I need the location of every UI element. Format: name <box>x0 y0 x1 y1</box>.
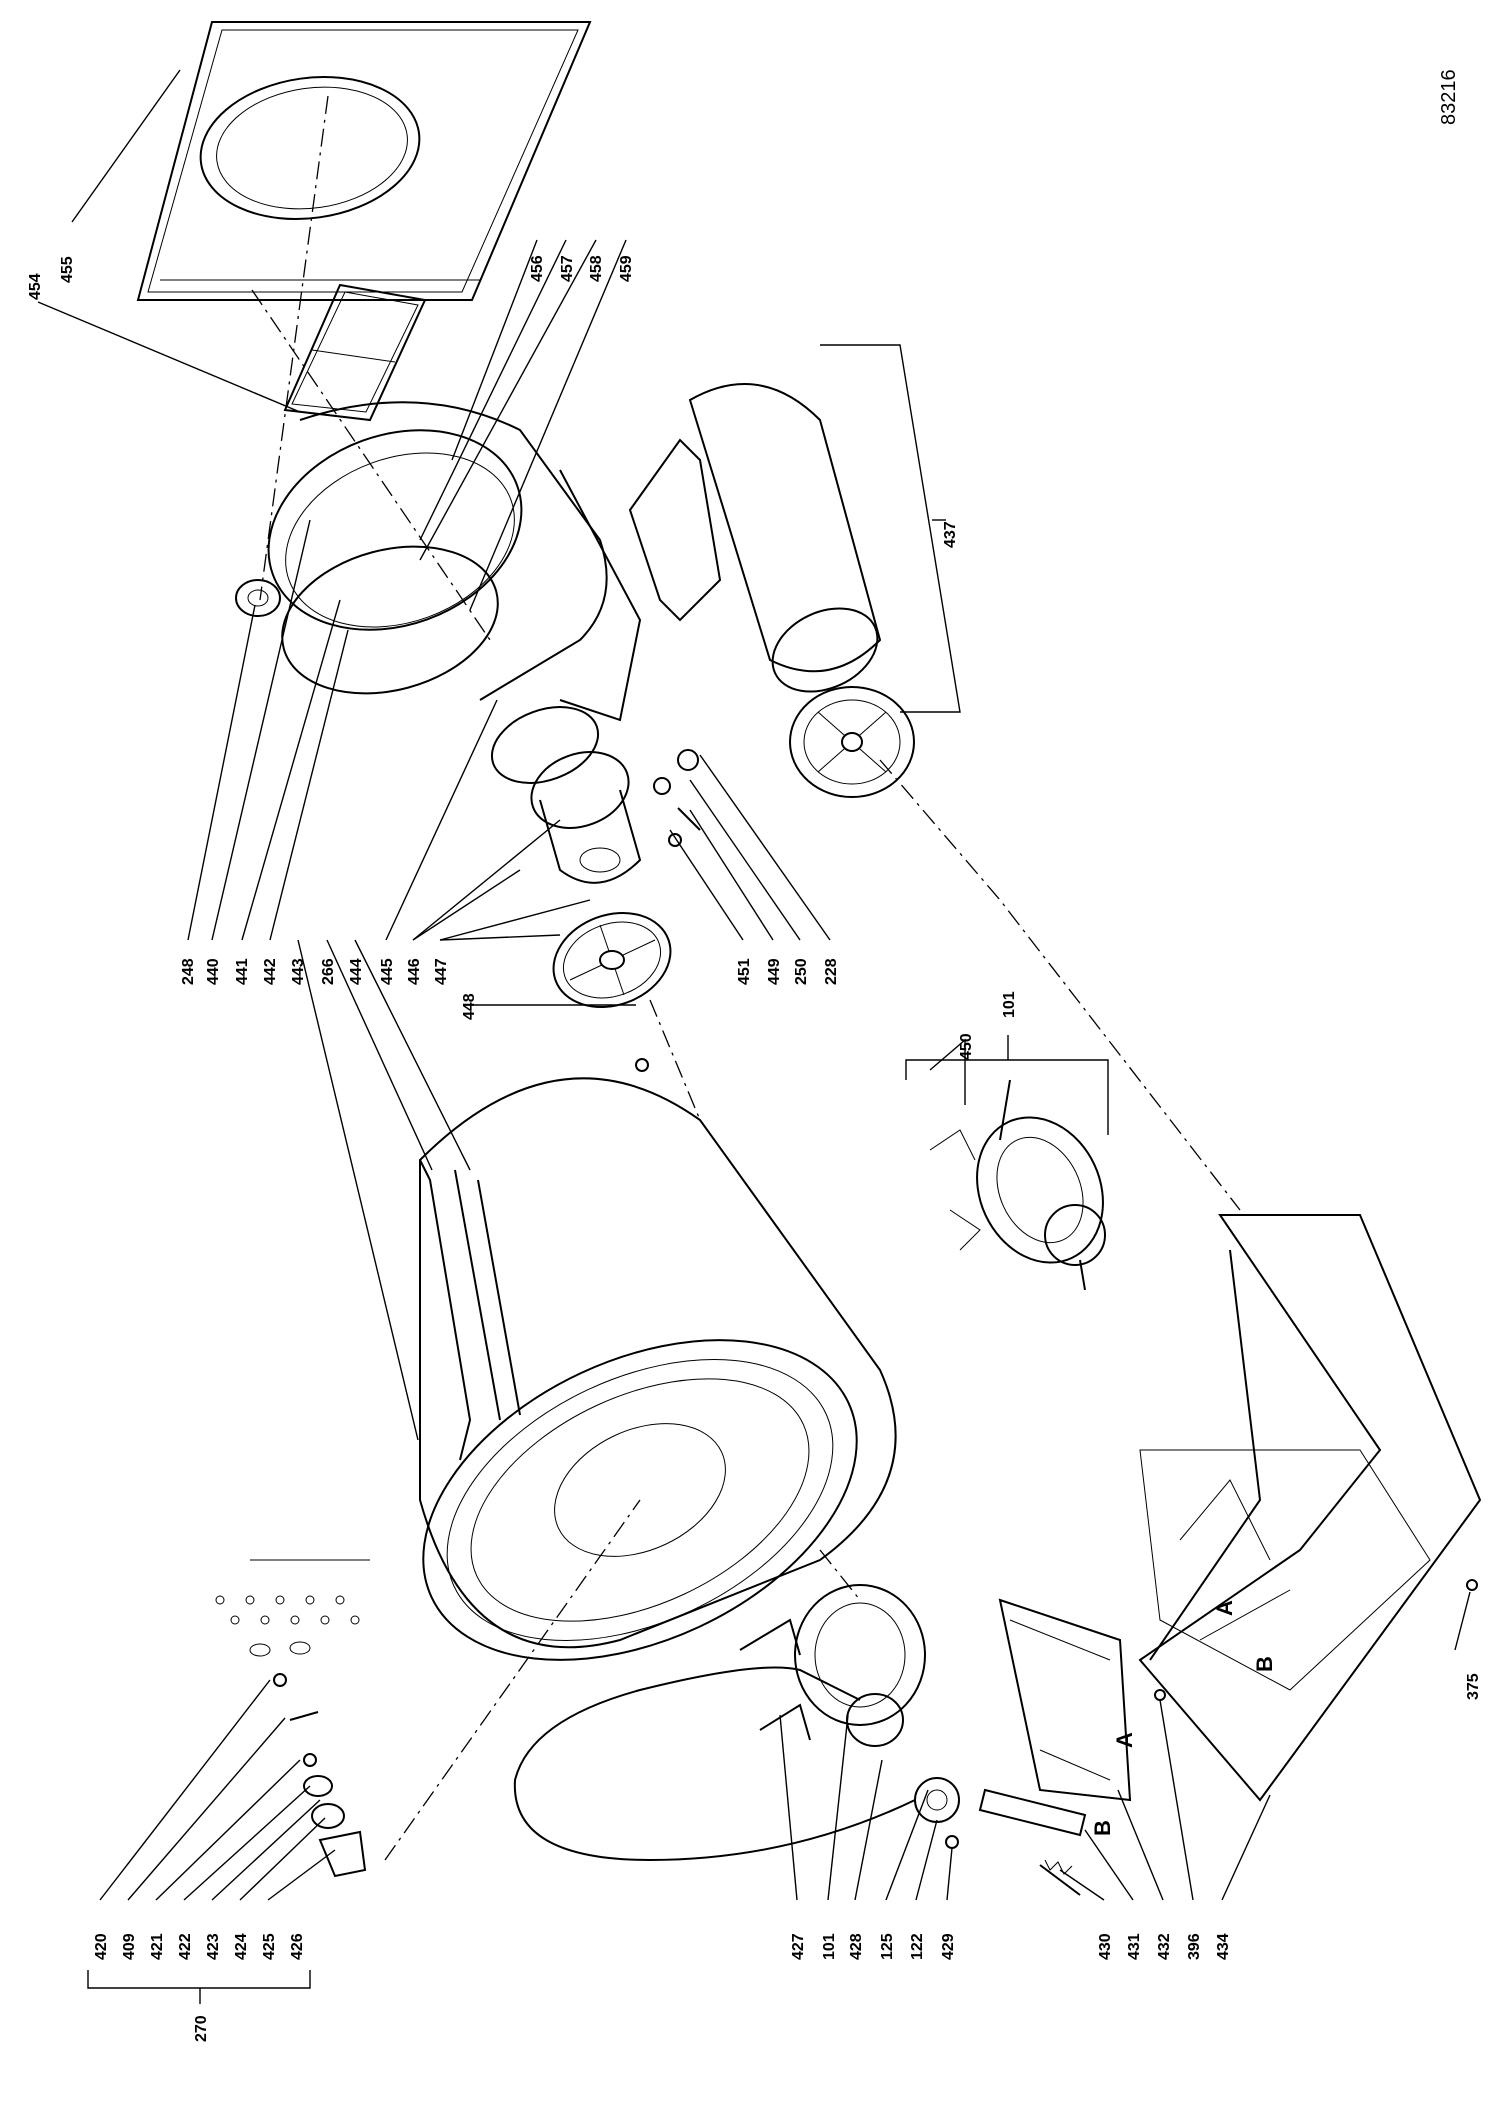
callout-248: 248 <box>180 958 197 985</box>
thermostat <box>235 579 281 617</box>
letter-a-bracket: A <box>1112 1732 1137 1748</box>
callout-101: 101 <box>821 1933 838 1960</box>
callout-101-top: 101 <box>1001 991 1018 1018</box>
assembly-lines <box>251 95 1241 1861</box>
nut-448 <box>635 1058 649 1072</box>
drive-belt <box>513 1666 916 1862</box>
fan-cover <box>552 911 672 1009</box>
callout-423: 423 <box>205 1933 222 1960</box>
callout-434: 434 <box>1215 1933 1232 1960</box>
callout-396: 396 <box>1186 1933 1203 1960</box>
drive-motor-top <box>929 1079 1106 1291</box>
idler-pulley <box>914 1777 960 1849</box>
callout-450: 450 <box>958 1033 975 1060</box>
callout-422: 422 <box>177 1933 194 1960</box>
fan-housing <box>267 401 642 722</box>
callout-425: 425 <box>261 1933 278 1960</box>
callout-445: 445 <box>379 958 396 985</box>
callout-447: 447 <box>433 958 450 985</box>
callout-441: 441 <box>234 958 251 985</box>
callout-451: 451 <box>736 958 753 985</box>
callout-429: 429 <box>940 1933 957 1960</box>
callout-270: 270 <box>193 2015 210 2042</box>
callout-420: 420 <box>93 1933 110 1960</box>
callout-442: 442 <box>262 958 279 985</box>
duct-small-parts <box>653 749 701 847</box>
callout-228: 228 <box>823 958 840 985</box>
callout-440: 440 <box>205 958 222 985</box>
callout-labels: 83216 454 455 456 457 458 459 437 248 44… <box>27 69 1482 2042</box>
motor-bottom <box>739 1584 926 1747</box>
callout-424: 424 <box>233 1933 250 1960</box>
callout-459: 459 <box>618 255 635 282</box>
letter-a-base: A <box>1212 1600 1237 1616</box>
callout-437: 437 <box>942 521 959 548</box>
idler-arm <box>978 1788 1087 1896</box>
callout-457: 457 <box>559 255 576 282</box>
callout-122: 122 <box>909 1933 926 1960</box>
callout-443: 443 <box>290 958 307 985</box>
callout-454: 454 <box>27 273 44 300</box>
base-plate <box>1138 1214 1482 1802</box>
callout-446: 446 <box>406 958 423 985</box>
front-panel <box>136 21 592 301</box>
letter-b-arm: B <box>1090 1820 1115 1836</box>
callout-428: 428 <box>848 1933 865 1960</box>
motor-cradle <box>998 1598 1132 1802</box>
callout-409: 409 <box>121 1933 138 1960</box>
callout-266: 266 <box>320 958 337 985</box>
callout-250: 250 <box>793 958 810 985</box>
roller-kit <box>215 1559 370 1878</box>
drum <box>419 1077 897 1661</box>
callout-431: 431 <box>1126 1933 1143 1960</box>
callout-430: 430 <box>1097 1933 1114 1960</box>
callout-444: 444 <box>348 958 365 985</box>
lint-filter <box>283 283 427 422</box>
fan-impeller <box>490 706 642 884</box>
callout-427: 427 <box>790 1933 807 1960</box>
callout-432: 432 <box>1156 1933 1173 1960</box>
callout-456: 456 <box>529 255 546 282</box>
callout-458: 458 <box>588 255 605 282</box>
reference-letters: A B A B <box>1090 1600 1277 1836</box>
callout-449: 449 <box>766 958 783 985</box>
screw-396 <box>1154 1689 1166 1701</box>
letter-b-base: B <box>1252 1656 1277 1672</box>
callout-421: 421 <box>149 1933 166 1960</box>
callout-375: 375 <box>1465 1673 1482 1700</box>
callout-125: 125 <box>879 1933 896 1960</box>
callout-448: 448 <box>461 993 478 1020</box>
screw-375 <box>1466 1579 1478 1591</box>
callout-455: 455 <box>59 256 76 283</box>
callout-426: 426 <box>289 1933 306 1960</box>
exhaust-duct <box>628 383 915 798</box>
leader-lines <box>37 69 1471 2004</box>
document-number: 83216 <box>1438 69 1460 125</box>
